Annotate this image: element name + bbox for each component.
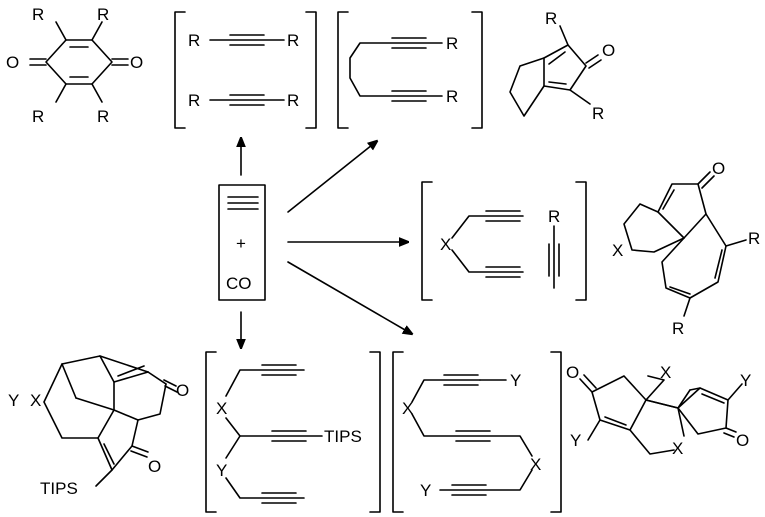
r-label: R <box>545 9 557 28</box>
tips-triyne-intermediate: X Y TIPS <box>205 351 381 513</box>
o-label: O <box>148 457 161 476</box>
x-label: X <box>440 235 451 254</box>
r-label: R <box>97 5 109 24</box>
plus-label: + <box>236 234 246 253</box>
arrow-upper-right <box>287 141 377 213</box>
tricyclic-dienone-product: O X R R <box>612 159 760 338</box>
r-label: R <box>287 31 299 50</box>
r-label: R <box>32 5 44 24</box>
o-label: O <box>566 363 579 382</box>
y-label: Y <box>216 461 227 480</box>
tetra-substituted-benzoquinone: R R R R O O <box>6 5 143 126</box>
tethered-diyne-intermediate: R R <box>337 11 483 129</box>
o-label: O <box>602 41 615 60</box>
r-label: R <box>287 91 299 110</box>
r-label: R <box>188 91 200 110</box>
pentacyclic-bis-dienone-product: O X Y Y X O <box>566 363 751 458</box>
o-label: O <box>176 381 189 400</box>
r-label: R <box>592 104 604 123</box>
x-label: X <box>660 363 671 382</box>
reaction-arrows <box>241 138 412 348</box>
tips-label: TIPS <box>324 427 362 446</box>
o-label: O <box>130 53 143 72</box>
r-label: R <box>748 229 760 248</box>
tetrayne-intermediate: X Y X Y <box>392 351 562 513</box>
x-label: X <box>612 241 623 260</box>
y-label: Y <box>510 371 521 390</box>
tips-cage-product: Y X O O TIPS <box>8 355 189 498</box>
o-label: O <box>736 431 749 450</box>
o-label: O <box>6 53 19 72</box>
tips-label: TIPS <box>40 479 78 498</box>
arrow-lower-right <box>287 261 412 334</box>
y-label: Y <box>420 481 431 500</box>
x-label: X <box>216 399 227 418</box>
o-label: O <box>712 159 725 178</box>
x-label: X <box>530 455 541 474</box>
diyne-plus-alkyne-intermediate: X R <box>421 181 587 301</box>
x-label: X <box>672 439 683 458</box>
y-label: Y <box>8 391 19 410</box>
x-label: X <box>30 391 41 410</box>
y-label: Y <box>740 371 751 390</box>
r-label: R <box>548 207 560 226</box>
r-label: R <box>446 87 458 106</box>
bis-alkyne-intermediate: R R R R <box>174 11 317 129</box>
r-label: R <box>672 319 684 338</box>
y-label: Y <box>570 431 581 450</box>
reagent-box: + CO <box>218 184 266 301</box>
x-label: X <box>402 399 413 418</box>
r-label: R <box>446 34 458 53</box>
r-label: R <box>188 31 200 50</box>
r-label: R <box>32 107 44 126</box>
bicyclic-cyclopentadienone: R R O <box>509 9 615 123</box>
co-label: CO <box>226 274 252 293</box>
r-label: R <box>97 107 109 126</box>
